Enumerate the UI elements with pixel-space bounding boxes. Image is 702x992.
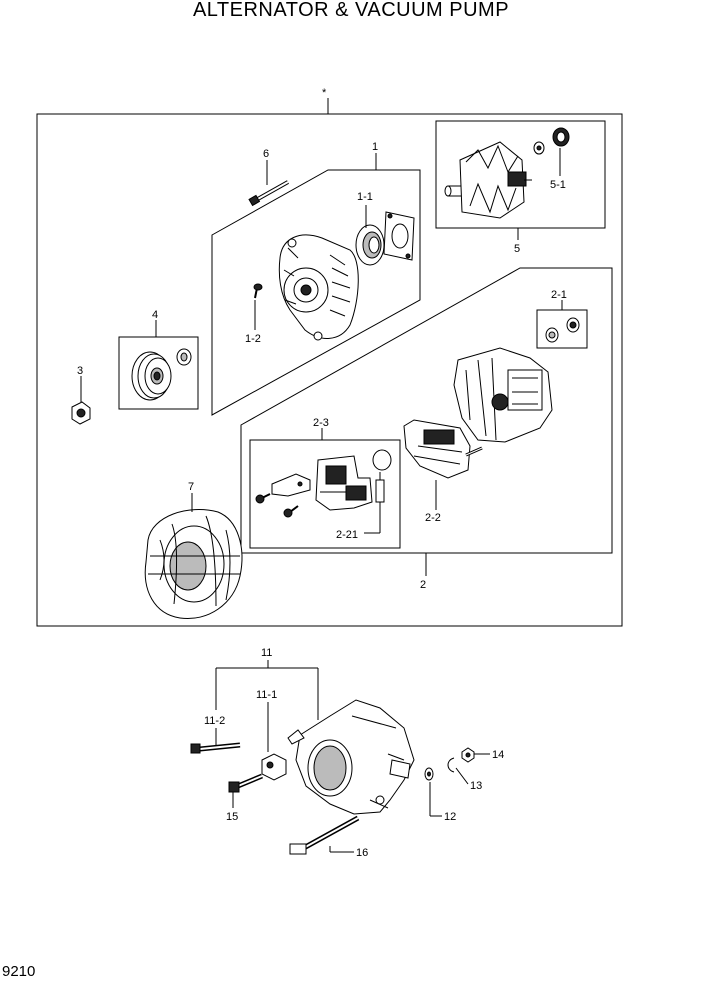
spring-washer-13 (447, 757, 455, 773)
housing-screw (253, 283, 263, 299)
rotor-group-frame (435, 120, 606, 229)
rotor (444, 141, 532, 219)
page-number: 9210 (2, 963, 36, 980)
callout-16: 16 (356, 847, 368, 859)
callout-13: 13 (470, 780, 482, 792)
rear-housing (453, 347, 553, 443)
callout-1-1: 1-1 (357, 191, 373, 203)
vacuum-pump (287, 699, 415, 815)
washer-12 (424, 767, 434, 781)
callout-1: 1 (372, 141, 378, 153)
regulator (315, 455, 373, 511)
front-bearing (355, 224, 385, 266)
front-housing-group-frame (211, 169, 421, 416)
vacuum-pump-bolt (190, 742, 241, 754)
regulator-screw-a (255, 493, 271, 504)
pulley (131, 348, 192, 401)
nut-14 (461, 747, 475, 763)
callout-6: 6 (263, 148, 269, 160)
rotor-rear-bearing (552, 127, 570, 147)
alternator-assembly-frame (36, 113, 623, 627)
rectifier (403, 419, 483, 479)
regulator-screw-b (283, 505, 299, 518)
regulator-bracket (271, 473, 311, 497)
callout-4: 4 (152, 309, 158, 321)
long-bolt-16 (289, 815, 360, 855)
bearing-retainer-plate (383, 211, 415, 261)
callout-1-2: 1-2 (245, 333, 261, 345)
callout-3: 3 (77, 365, 83, 377)
page-title: ALTERNATOR & VACUUM PUMP (192, 0, 510, 21)
rear-bearing-2-1 (545, 317, 580, 343)
mounting-bolt-15 (228, 773, 263, 793)
rotor-bearing-small (533, 141, 545, 155)
callout-5: 5 (514, 243, 520, 255)
callout-5-1: 5-1 (550, 179, 566, 191)
through-bolt (248, 180, 289, 207)
snap-ring (372, 449, 392, 471)
regulator-group-frame (249, 439, 401, 549)
brush-spring (375, 472, 385, 503)
group-2-1-frame (536, 309, 588, 349)
callout-12: 12 (444, 811, 456, 823)
callout-2-3: 2-3 (313, 417, 329, 429)
rear-housing-group-frame (240, 267, 613, 554)
callout-14: 14 (492, 749, 504, 761)
callout-11-2: 11-2 (204, 715, 225, 727)
callout-2: 2 (420, 579, 426, 591)
callout-11-1: 11-1 (256, 689, 277, 701)
callout-7: 7 (188, 481, 194, 493)
callout-2-21: 2-21 (336, 529, 358, 541)
spacer-block (261, 753, 287, 781)
stator (144, 509, 243, 620)
assembly-marker: * (322, 87, 327, 99)
front-housing (278, 234, 359, 341)
callout-2-1: 2-1 (551, 289, 567, 301)
pulley-nut (71, 401, 91, 425)
pulley-group-frame (118, 336, 199, 410)
callout-11: 11 (261, 647, 272, 659)
callout-2-2: 2-2 (425, 512, 441, 524)
callout-15: 15 (226, 811, 238, 823)
